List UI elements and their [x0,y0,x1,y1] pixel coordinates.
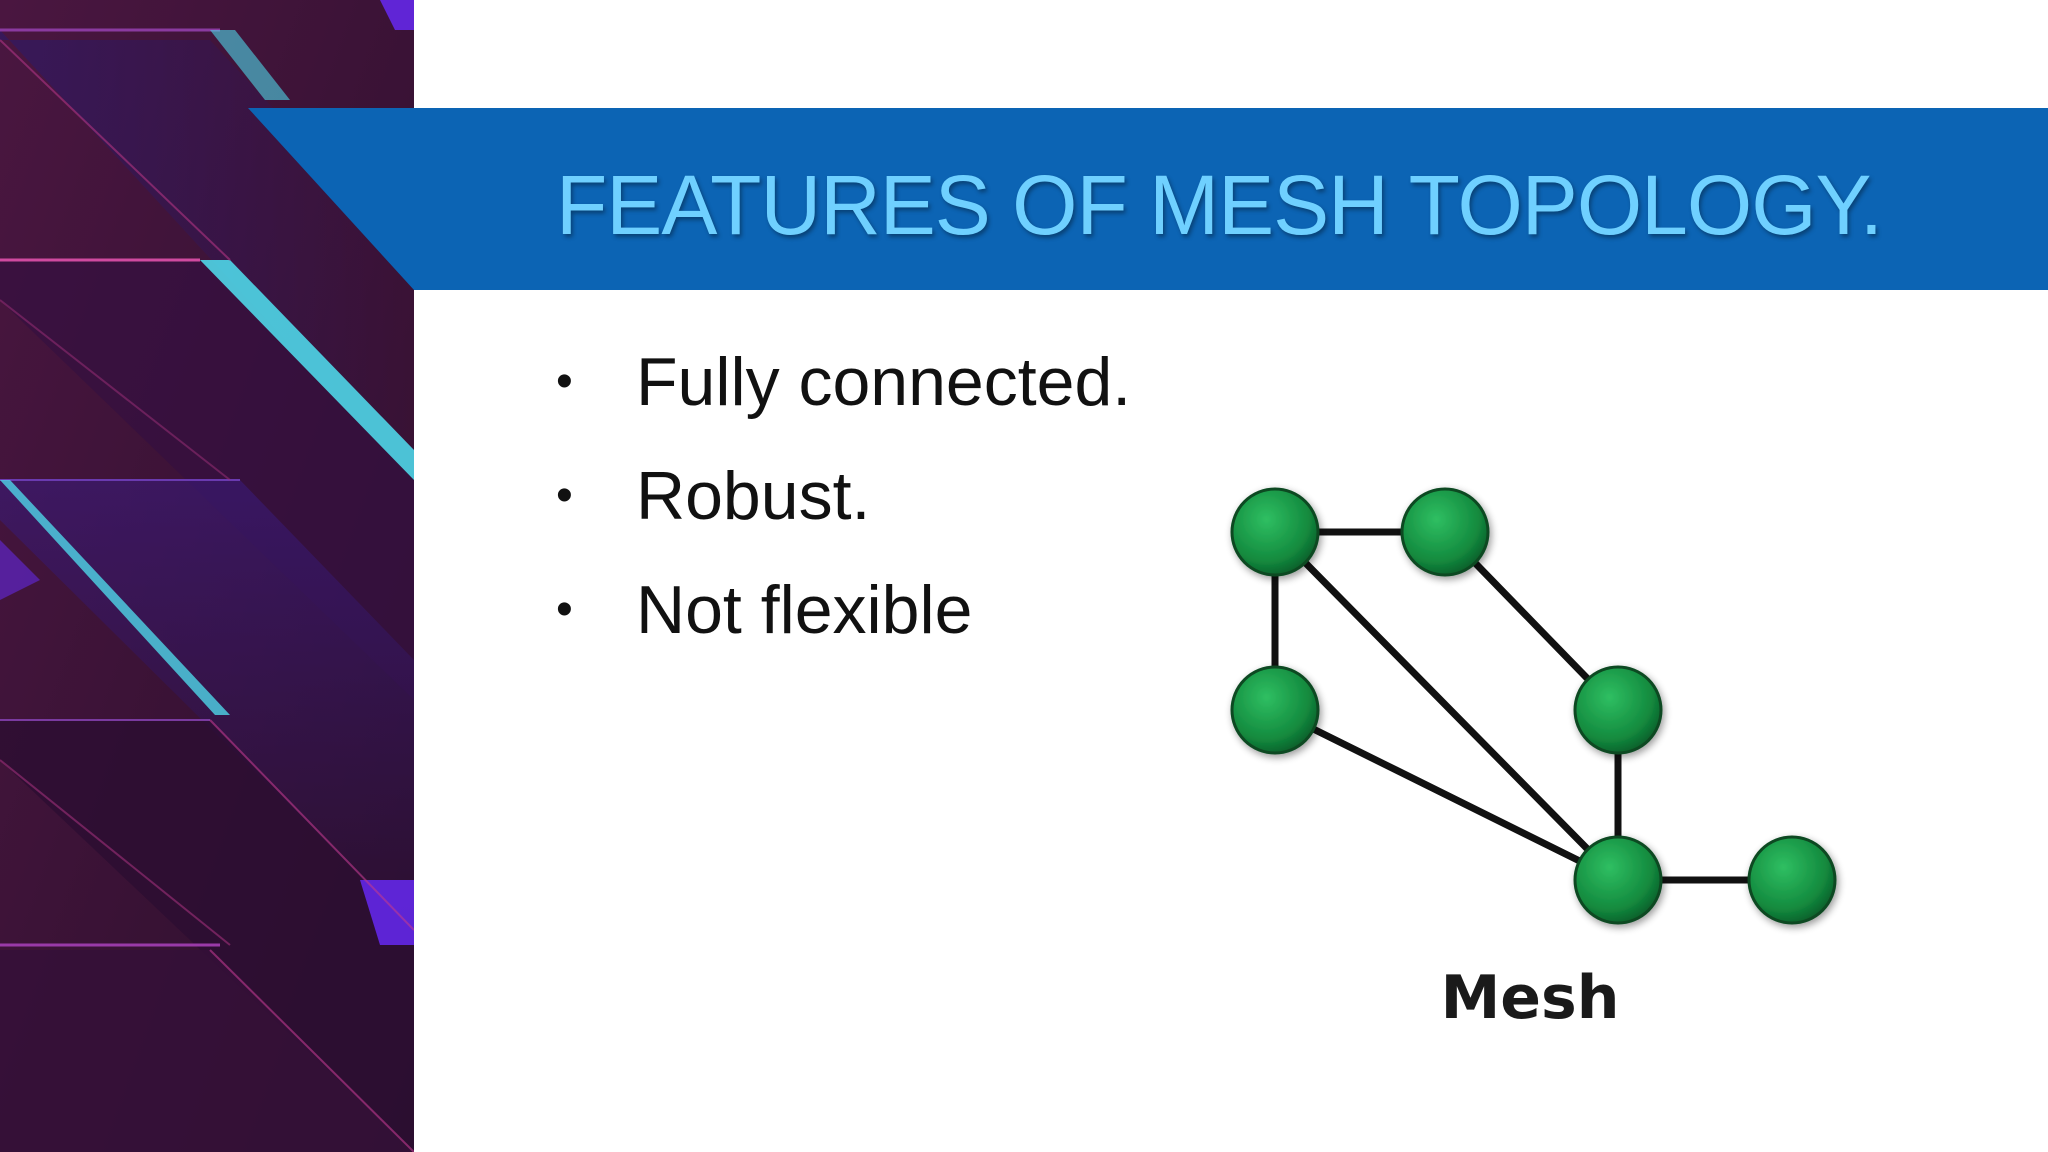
bullet-text: Not flexible [636,572,973,648]
network-node [1573,665,1663,755]
network-node [1747,835,1837,925]
network-node [1400,487,1490,577]
bullet-item: • Not flexible [556,553,1196,667]
title-banner [248,108,2048,290]
bullet-symbol: • [556,583,573,636]
diagram-caption: Mesh [1441,963,1620,1033]
bullet-item: • Robust. [556,439,1196,553]
bullet-text: Robust. [636,458,871,534]
network-node [1230,665,1320,755]
slide-title: FEATURES OF MESH TOPOLOGY. [556,158,1883,252]
link [1271,706,1622,884]
bullet-list: • Fully connected. • Robust. • Not flexi… [556,325,1196,667]
network-node [1230,487,1320,577]
mesh-topology-diagram: Mesh [1230,487,1837,1033]
bullet-symbol: • [556,469,573,522]
bullet-text: Fully connected. [636,344,1132,420]
mesh-links [1271,528,1796,884]
link [1271,528,1622,884]
network-node [1573,835,1663,925]
bullet-item: • Fully connected. [556,325,1196,439]
bullet-symbol: • [556,355,573,408]
mesh-nodes [1230,487,1837,925]
